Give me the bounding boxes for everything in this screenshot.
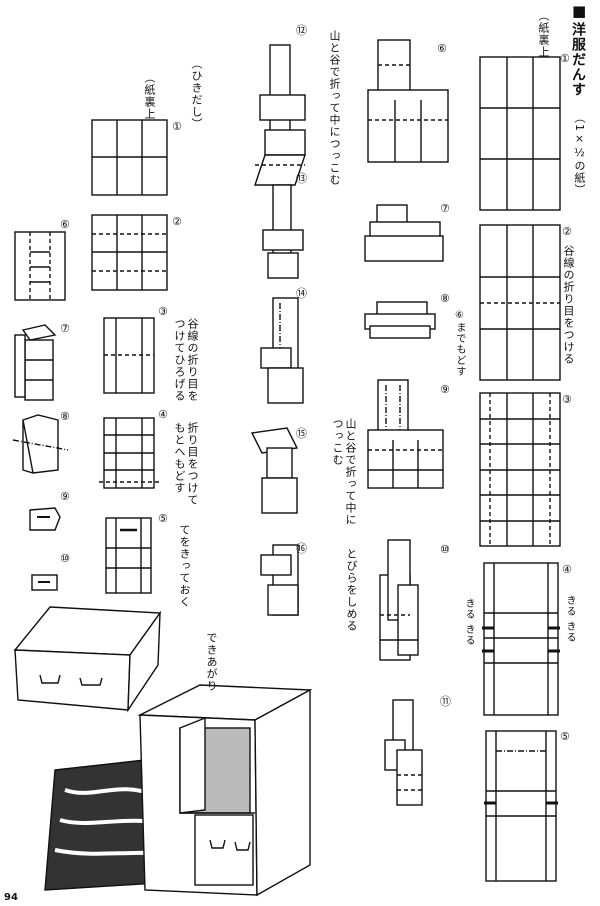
step-number: ⑨ — [440, 383, 450, 396]
wardrobe-step-11-diagram — [384, 699, 423, 806]
wardrobe-step-13-diagram — [262, 184, 304, 279]
step-number: ⑬ — [296, 172, 307, 185]
drawer-paper-side: （紙裏上） — [143, 72, 156, 132]
wardrobe-step-8-diagram — [364, 301, 436, 339]
drawer-step-6-diagram — [14, 231, 66, 301]
step-instruction: 山と谷で折って中につっこむ — [328, 30, 341, 186]
wardrobe-step-10-diagram — [379, 539, 419, 661]
step-instruction: とびらをしめる — [345, 548, 358, 632]
title-mark: ■ — [572, 2, 587, 20]
step-number: ⑨ — [60, 490, 70, 503]
step-instruction: てをきっておく — [178, 524, 191, 608]
wardrobe-step-12-diagram — [254, 44, 306, 186]
step-number: ⑦ — [60, 322, 70, 335]
step-number: ④ — [158, 408, 168, 421]
step-number: ③ — [562, 393, 572, 406]
step-number: ⑩ — [60, 552, 70, 565]
step-number: ④ — [562, 563, 572, 576]
step-number: ⑪ — [440, 695, 451, 708]
wardrobe-step-4-diagram — [482, 562, 560, 716]
wardrobe-step-6-diagram — [367, 39, 449, 163]
drawer-step-2-diagram — [91, 214, 168, 291]
wardrobe-title: 洋服だんす — [570, 22, 586, 97]
step-number: ⑤ — [158, 512, 168, 525]
step-number: ② — [172, 215, 182, 228]
wardrobe-step-2-diagram — [479, 224, 561, 381]
step-number: ⑭ — [296, 287, 307, 300]
step-number: ③ — [158, 305, 168, 318]
finished-label: できあがり — [205, 632, 218, 692]
page-number: 94 — [4, 892, 18, 903]
step-number: ⑧ — [60, 410, 70, 423]
step-instruction: 折り目をつけてもとへもどす — [173, 422, 199, 506]
step-number: ⑩ — [440, 543, 450, 556]
step-number: ⑥ — [60, 218, 70, 231]
drawer-step-3-diagram — [103, 317, 155, 394]
step-instruction: ⑥までもどす — [454, 310, 465, 377]
wardrobe-step-15-diagram — [250, 427, 299, 514]
wardrobe-step-9-diagram — [367, 379, 444, 489]
drawer-step-9-diagram — [29, 507, 61, 531]
wardrobe-step-14-diagram — [260, 297, 304, 404]
step-number: ⑤ — [560, 730, 570, 743]
step-number: ⑥ — [437, 42, 447, 55]
drawer-title: （ひきだし） — [190, 58, 203, 130]
wardrobe-step-7-diagram — [364, 204, 444, 262]
finished-drawer-illustration — [13, 606, 162, 713]
drawer-step-8-diagram — [12, 414, 69, 474]
step-instruction: 谷線の折り目をつけてひろげる — [173, 318, 199, 402]
wardrobe-paper-side: （紙裏上） — [537, 10, 550, 70]
step-number: ⑮ — [296, 427, 307, 440]
cut-label: きる きる — [564, 595, 575, 644]
step-number: ② — [562, 225, 572, 238]
wardrobe-step-1-diagram — [479, 56, 561, 211]
step-number: ① — [172, 120, 182, 133]
step-number: ⑧ — [440, 292, 450, 305]
wardrobe-step-5-diagram — [484, 730, 558, 882]
wardrobe-step-16-diagram — [260, 544, 299, 616]
drawer-step-1-diagram — [91, 119, 168, 196]
step-number: ⑫ — [296, 24, 307, 37]
step-instruction: 谷線の折り目をつける — [562, 245, 575, 365]
step-number: ⑦ — [440, 202, 450, 215]
wardrobe-paper-size: （1×½の紙） — [573, 112, 586, 196]
step-instruction: 山と谷で折って中につっこむ — [331, 418, 357, 526]
drawer-step-7-diagram — [14, 324, 57, 401]
step-number: ① — [560, 52, 570, 65]
step-number: ⑯ — [296, 542, 307, 555]
drawer-step-5-diagram — [105, 517, 152, 594]
drawer-step-4-diagram — [99, 417, 159, 489]
cut-label: きる きる — [463, 598, 474, 647]
drawer-step-10-diagram — [31, 574, 58, 591]
finished-wardrobe-illustration — [44, 684, 313, 897]
wardrobe-step-3-diagram — [479, 392, 561, 547]
